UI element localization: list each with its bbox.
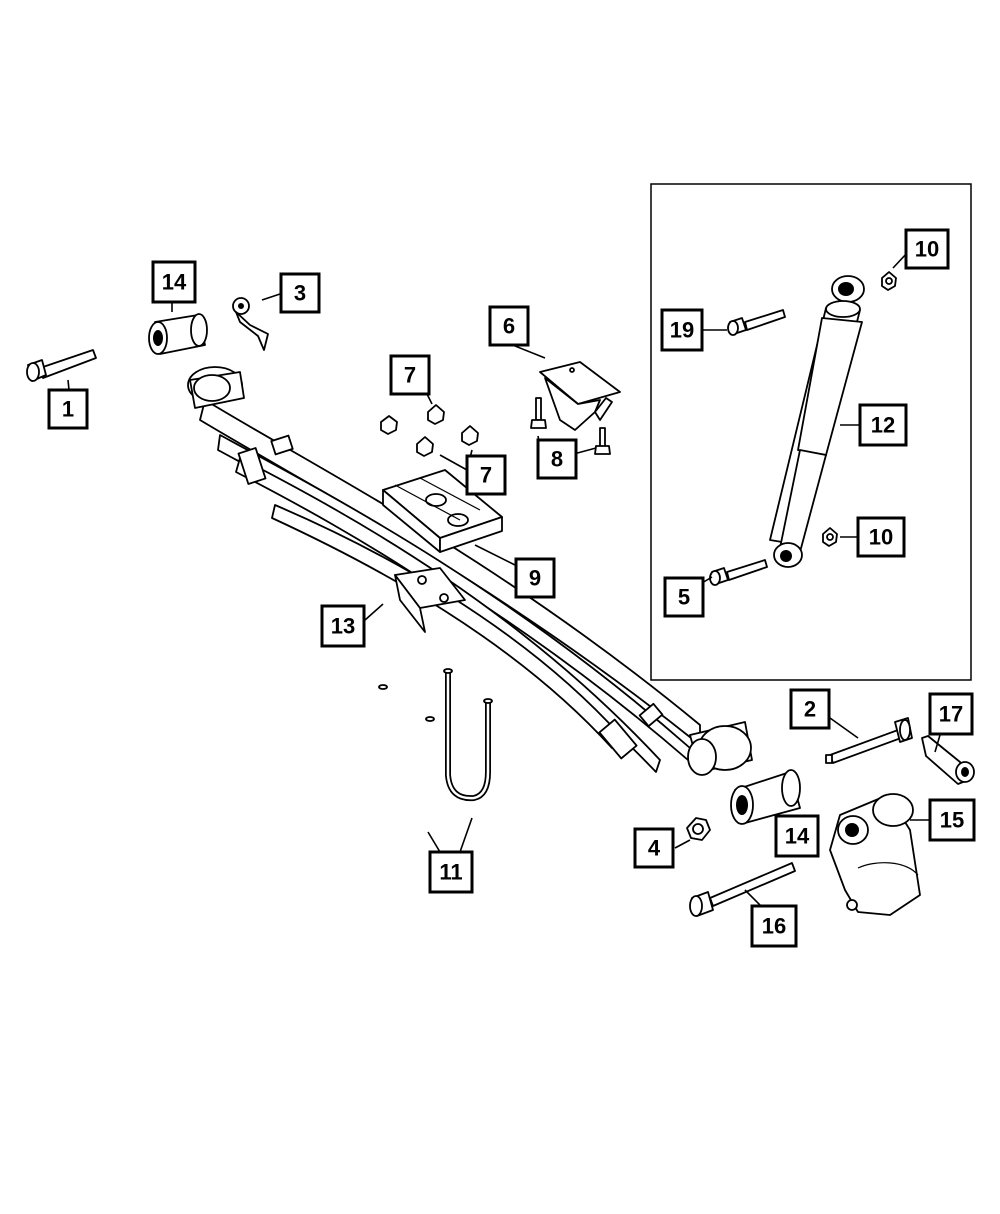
bolt-19-icon xyxy=(727,309,786,336)
callout-label: 2 xyxy=(804,697,816,722)
shock-absorber-icon xyxy=(769,275,865,568)
callout-label: 10 xyxy=(915,237,939,262)
callout-label: 7 xyxy=(404,363,416,388)
callout-label: 14 xyxy=(785,824,810,849)
callout-14a: 14 xyxy=(151,260,197,304)
nut-4-icon xyxy=(686,817,711,841)
bolt-5-icon xyxy=(709,559,768,586)
callout-10a: 10 xyxy=(904,228,950,270)
callout-label: 10 xyxy=(869,525,893,550)
callout-label: 4 xyxy=(648,836,661,861)
clip-icon xyxy=(232,297,269,351)
callout-3: 3 xyxy=(279,272,321,314)
bushing-rear-icon xyxy=(730,769,801,825)
callout-label: 9 xyxy=(529,566,541,591)
callout-label: 8 xyxy=(551,447,563,472)
callout-label: 13 xyxy=(331,614,355,639)
callout-5: 5 xyxy=(663,576,705,618)
callout-label: 1 xyxy=(62,397,74,422)
callout-4: 4 xyxy=(633,827,675,869)
shock-inset-frame xyxy=(650,183,972,681)
callout-label: 19 xyxy=(670,318,694,343)
nut-10-icon xyxy=(822,271,897,547)
shackle-icon xyxy=(829,793,921,916)
callout-label: 11 xyxy=(439,860,462,885)
callout-label: 5 xyxy=(678,585,690,610)
callout-15: 15 xyxy=(928,798,976,842)
callout-14b: 14 xyxy=(774,814,820,858)
sensor-bracket-icon xyxy=(921,735,975,785)
callout-label: 15 xyxy=(940,808,964,833)
bushing-front-icon xyxy=(148,313,208,355)
callout-10b: 10 xyxy=(856,516,906,558)
u-bolt-icon xyxy=(378,668,493,817)
callout-label: 7 xyxy=(480,463,492,488)
callout-8: 8 xyxy=(536,438,578,480)
callout-11: 11 xyxy=(428,850,474,894)
bracket-icon xyxy=(539,361,621,431)
callout-12: 12 xyxy=(858,403,908,447)
bolt-16-icon xyxy=(689,862,796,917)
callout-label: 6 xyxy=(503,314,515,339)
callout-19: 19 xyxy=(660,308,704,352)
callout-label: 16 xyxy=(762,914,786,939)
callout-label: 12 xyxy=(871,413,895,438)
callout-6: 6 xyxy=(488,305,530,347)
callout-label: 3 xyxy=(294,281,306,306)
callout-label: 14 xyxy=(162,270,187,295)
bolt-front-icon xyxy=(26,349,97,382)
callout-label: 17 xyxy=(939,702,963,727)
callout-13: 13 xyxy=(320,604,366,648)
callout-9: 9 xyxy=(514,557,556,599)
nut-7-icon xyxy=(380,404,479,457)
callout-17: 17 xyxy=(928,692,974,736)
callout-7b: 7 xyxy=(465,454,507,496)
bolt-2-icon xyxy=(825,717,913,764)
bolt-8-icon xyxy=(530,397,611,455)
plate-icon xyxy=(382,469,503,553)
callout-7a: 7 xyxy=(389,354,431,396)
callout-2: 2 xyxy=(789,688,831,730)
callout-1: 1 xyxy=(47,388,89,430)
leaf-spring-icon xyxy=(187,366,753,776)
callout-16: 16 xyxy=(750,904,798,948)
